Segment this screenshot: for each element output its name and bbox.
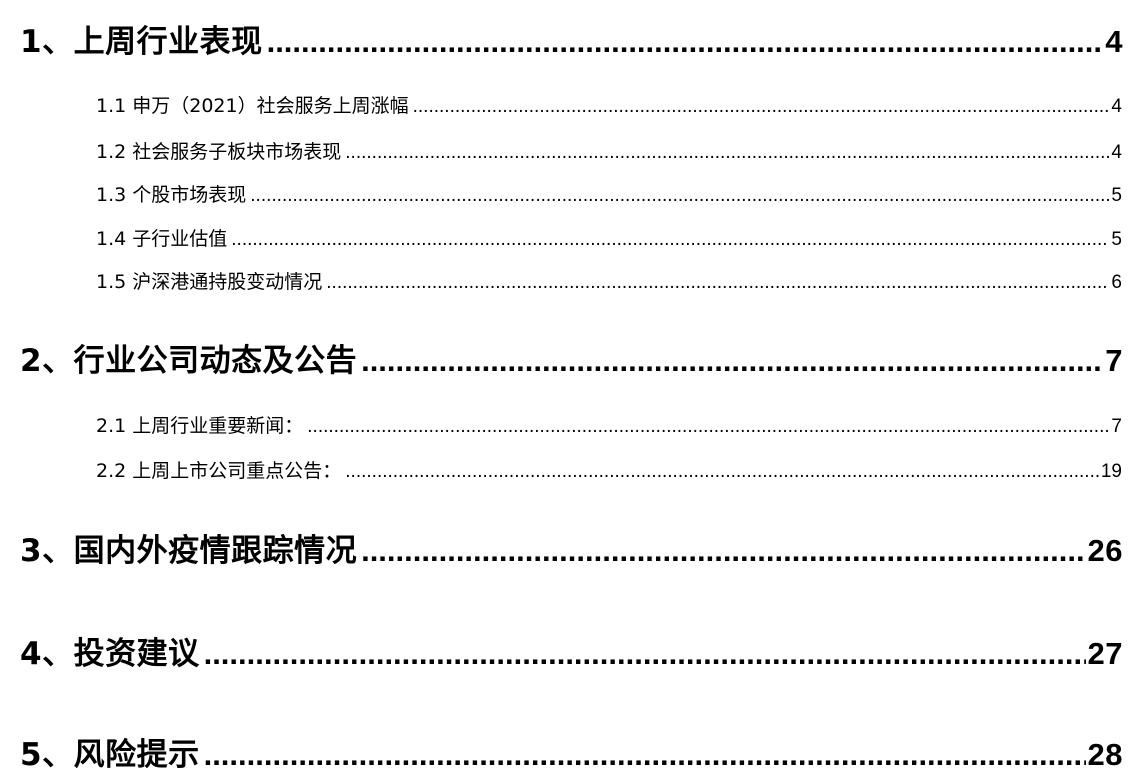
toc-entry-page-number: 26 (1087, 533, 1123, 568)
dot-leader (361, 533, 1085, 569)
toc-entry-page-number: 7 (1111, 416, 1122, 437)
dot-leader (345, 461, 1099, 483)
toc-entry-title: 4、投资建议 (20, 636, 200, 672)
dot-leader (250, 185, 1109, 207)
toc-entry-5[interactable]: 5、风险提示 28 (20, 729, 1123, 774)
toc-entry-title: 1.5 沪深港通持股变动情况 (96, 271, 323, 293)
toc-entry-page-number: 5 (1111, 229, 1122, 250)
toc-entry-title: 1、上周行业表现 (20, 24, 263, 60)
toc-entry-3[interactable]: 3、国内外疫情跟踪情况 26 (20, 525, 1123, 570)
dot-leader (231, 229, 1109, 251)
toc-entry-2[interactable]: 2、行业公司动态及公告 7 (20, 335, 1123, 380)
toc-entry-page-number: 19 (1100, 461, 1122, 482)
toc-entry-page-number: 5 (1111, 185, 1122, 206)
toc-entry-title: 3、国内外疫情跟踪情况 (20, 533, 358, 569)
toc-entry-title: 2.1 上周行业重要新闻： (96, 415, 304, 437)
toc-entry-1-3[interactable]: 1.3 个股市场表现 5 (96, 180, 1122, 207)
dot-leader (345, 142, 1109, 164)
toc-entry-page-number: 4 (1111, 96, 1122, 117)
dot-leader (267, 24, 1104, 60)
toc-entry-1[interactable]: 1、上周行业表现 4 (20, 16, 1123, 61)
toc-entry-2-1[interactable]: 2.1 上周行业重要新闻： 7 (96, 411, 1122, 438)
dot-leader (413, 96, 1110, 118)
toc-entry-title: 1.4 子行业估值 (96, 228, 228, 250)
toc-entry-page-number: 4 (1111, 142, 1122, 163)
toc-entry-title: 1.1 申万（2021）社会服务上周涨幅 (96, 95, 409, 117)
toc-entry-page-number: 6 (1111, 272, 1122, 293)
toc-entry-1-5[interactable]: 1.5 沪深港通持股变动情况 6 (96, 267, 1122, 294)
dot-leader (204, 737, 1086, 773)
toc-entry-title: 1.2 社会服务子板块市场表现 (96, 141, 342, 163)
toc-entry-1-4[interactable]: 1.4 子行业估值 5 (96, 224, 1122, 251)
toc-entry-title: 1.3 个股市场表现 (96, 184, 247, 206)
toc-entry-page-number: 7 (1105, 343, 1123, 378)
dot-leader (204, 636, 1086, 672)
toc-entry-title: 2、行业公司动态及公告 (20, 343, 358, 379)
toc-entry-page-number: 28 (1087, 737, 1123, 772)
dot-leader (361, 343, 1103, 379)
toc-entry-2-2[interactable]: 2.2 上周上市公司重点公告： 19 (96, 456, 1122, 483)
toc-entry-4[interactable]: 4、投资建议 27 (20, 628, 1123, 673)
toc-entry-title: 5、风险提示 (20, 737, 200, 773)
toc-entry-page-number: 27 (1087, 636, 1123, 671)
toc-entry-1-1[interactable]: 1.1 申万（2021）社会服务上周涨幅 4 (96, 91, 1122, 118)
dot-leader (307, 416, 1109, 438)
toc-entry-1-2[interactable]: 1.2 社会服务子板块市场表现 4 (96, 137, 1122, 164)
toc-entry-title: 2.2 上周上市公司重点公告： (96, 460, 342, 482)
toc-entry-page-number: 4 (1105, 24, 1123, 59)
dot-leader (326, 272, 1109, 294)
